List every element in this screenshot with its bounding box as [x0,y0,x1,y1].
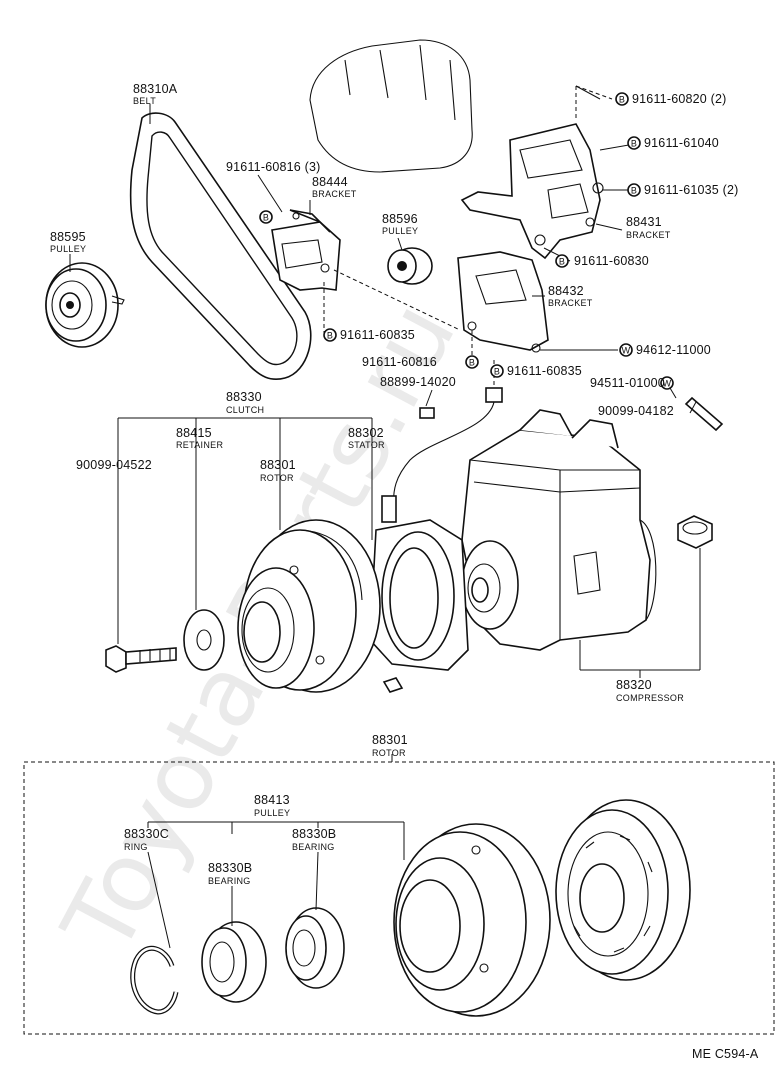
label-bracket-88431-number: 88431 [626,215,662,229]
hardware-callout-markers: B B B B B B B B W W [259,92,674,390]
label-bracket-88444-name: BRACKET [312,189,357,199]
rotor-88301[interactable] [237,519,381,693]
label-bolt-830: 91611-60830 [574,254,649,268]
svg-text:B: B [619,95,625,105]
label-bolt-90099-04182: 90099-04182 [598,404,674,418]
label-bracket-88444-number: 88444 [312,175,348,189]
label-bearing-b-number: 88330B [292,827,336,841]
label-pulley-88595-name: PULLEY [50,244,86,254]
label-washer-94612: 94612-11000 [636,343,711,357]
pulley-88596[interactable] [387,247,433,285]
bearing-88330b-a[interactable] [201,921,267,1003]
label-stator-number: 88302 [348,426,384,440]
bearing-88330b-b[interactable] [285,907,345,989]
label-bolt-90099-04522: 90099-04522 [76,458,152,472]
svg-text:B: B [494,367,500,377]
label-ring-number: 88330C [124,827,169,841]
svg-text:B: B [559,257,565,267]
wire-harness [392,387,503,511]
label-rotor-box-number: 88301 [372,733,408,747]
plug-bolt[interactable] [677,515,713,549]
svg-text:B: B [469,358,475,368]
svg-text:W: W [663,379,672,389]
svg-text:W: W [622,346,631,356]
bolt-marker-035: B [627,183,641,197]
connector-88899-14020[interactable] [419,407,435,419]
svg-text:B: B [631,186,637,196]
label-clutch-name: CLUTCH [226,405,264,415]
label-rotor-top-name: ROTOR [260,473,294,483]
svg-text:B: B [327,331,333,341]
svg-text:B: B [631,139,637,149]
bolt-90099-04522[interactable] [105,645,177,673]
pulley-88595[interactable] [45,262,125,348]
bracket-88431[interactable] [460,123,604,260]
bracket-88432[interactable] [457,251,549,353]
label-connector-88899: 88899-14020 [380,375,456,389]
label-pulley-88595-number: 88595 [50,230,86,244]
label-bracket-88432-name: BRACKET [548,298,593,308]
label-bolt-820: 91611-60820 (2) [632,92,727,106]
footer-code: ME C594-A [692,1047,759,1061]
bolt-marker-835a: B [323,328,337,342]
label-bracket-88431-name: BRACKET [626,230,671,240]
label-rotor-box-name: ROTOR [372,748,406,758]
bolt-marker-835b: B [490,364,504,378]
label-bolt-816b: 91611-60816 [362,355,437,369]
leader-lines [69,85,701,949]
label-bracket-88432-number: 88432 [548,284,584,298]
drive-belt[interactable] [129,112,312,381]
bolt-marker-040: B [627,136,641,150]
bracket-88444[interactable] [271,209,341,291]
engine-block-outline [309,39,473,173]
label-belt-name: BELT [133,96,156,106]
retainer-88415[interactable] [183,609,225,671]
label-bearing-a-name: BEARING [208,876,251,886]
rotor-face[interactable] [555,799,691,981]
label-pulley-88596-number: 88596 [382,212,418,226]
label-belt-number: 88310A [133,82,178,96]
label-compressor-name: COMPRESSOR [616,693,684,703]
label-pulley-88413-name: PULLEY [254,808,290,818]
svg-text:B: B [263,213,269,223]
label-retainer-name: RETAINER [176,440,223,450]
label-stator-name: STATOR [348,440,385,450]
label-bolt-816-3: 91611-60816 (3) [226,160,321,174]
snap-ring-88330c[interactable] [130,945,179,1015]
label-bolt-835a: 91611-60835 [340,328,415,342]
bolt-marker-816b: B [465,355,479,369]
label-washer-94511: 94511-01000 [590,376,665,390]
label-pulley-88596-name: PULLEY [382,226,418,236]
compressor-88320[interactable] [461,409,657,651]
label-bearing-b-name: BEARING [292,842,335,852]
label-rotor-top-number: 88301 [260,458,296,472]
small-bolt-stator[interactable] [382,677,404,693]
label-retainer-number: 88415 [176,426,212,440]
label-clutch-number: 88330 [226,390,262,404]
bolt-marker-816-3: B [259,210,273,224]
stator-88302[interactable] [369,495,469,671]
washer-marker-94612: W [619,343,633,357]
label-compressor-number: 88320 [616,678,652,692]
pulley-88413[interactable] [393,823,551,1017]
label-pulley-88413-number: 88413 [254,793,290,807]
label-bolt-040: 91611-61040 [644,136,719,150]
rotor-detail-box [23,761,775,1035]
label-bearing-a-number: 88330B [208,861,252,875]
part-labels: 88310A BELT 88595 PULLEY 91611-60816 (3)… [50,82,759,1061]
bolt-90099-04182[interactable] [684,396,724,432]
label-bolt-035: 91611-61035 (2) [644,183,739,197]
label-ring-name: RING [124,842,148,852]
label-bolt-835b: 91611-60835 [507,364,582,378]
bolt-marker-820: B [615,92,629,106]
bolt-marker-830: B [555,254,569,268]
washer-marker-94511: W [660,376,674,390]
